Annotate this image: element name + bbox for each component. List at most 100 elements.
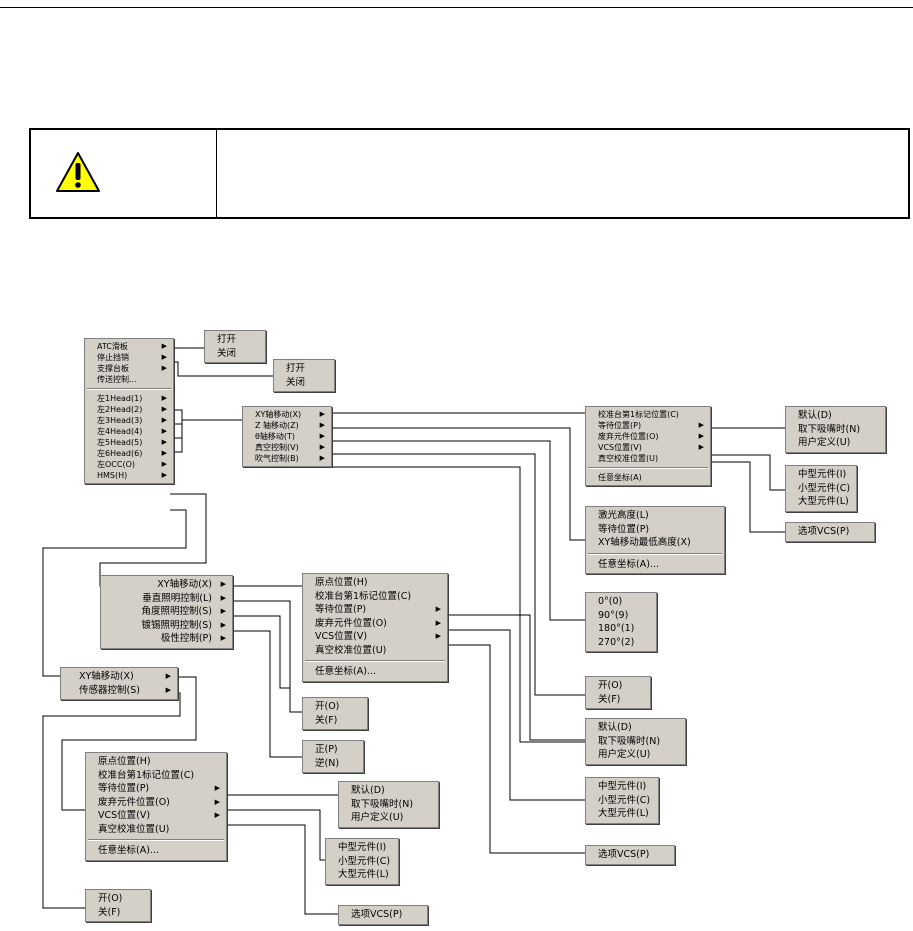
menu-item-angle-light[interactable]: 角度照明控制(S)▶ <box>141 606 226 617</box>
menu-item-wait-pos[interactable]: 等待位置(P)▶ <box>98 783 220 794</box>
menu-item-blow[interactable]: 吹气控制(B)▶ <box>255 454 325 463</box>
menu-item-small[interactable]: 小型元件(C) <box>338 855 391 867</box>
menu-item-head2[interactable]: 左2Head(2)▶ <box>97 405 167 414</box>
menu-item-z-move[interactable]: Z 轴移动(Z)▶ <box>255 421 325 430</box>
menu-item-support-table[interactable]: 支撑台板▶ <box>97 364 167 373</box>
menu-item-occ[interactable]: 左OCC(O)▶ <box>97 460 167 469</box>
menu-position-low: 原点位置(H) 校准台第1标记位置(C) 等待位置(P)▶ 废弃元件位置(O)▶… <box>85 752 227 861</box>
menu-item-hms[interactable]: HMS(H)▶ <box>97 471 167 480</box>
menu-item-default[interactable]: 默认(D) <box>351 785 385 796</box>
menu-theta: 0°(0) 90°(9) 180°(1) 270°(2) <box>585 592 657 652</box>
menu-item-calib-mark[interactable]: 校准台第1标记位置(C) <box>315 590 412 602</box>
menu-item-discard-pos[interactable]: 废弃元件位置(O)▶ <box>315 617 441 629</box>
menu-item-discard-pos[interactable]: 废弃元件位置(O)▶ <box>598 432 704 441</box>
menu-item-theta-180[interactable]: 180°(1) <box>598 623 635 634</box>
menu-item-nozzle-removed[interactable]: 取下吸嘴时(N) <box>351 798 414 810</box>
menu-item-transfer-control[interactable]: 传送控制... <box>97 375 137 384</box>
menu-polarity: 正(P) 逆(N) <box>302 740 364 773</box>
menu-z-axis: 激光高度(L) 等待位置(P) XY轴移动最低高度(X) 任意坐标(A)... <box>585 506 725 574</box>
menu-item-any-coord[interactable]: 任意坐标(A)... <box>315 666 376 677</box>
menu-item-atc[interactable]: ATC滑板▶ <box>97 342 167 351</box>
menu-option-vcs-right: 选项VCS(P) <box>585 845 675 865</box>
menu-item-off[interactable]: 关(F) <box>98 906 121 918</box>
warning-box <box>29 128 910 219</box>
menu-item-calib-mark[interactable]: 校准台第1标记位置(C) <box>98 769 195 781</box>
menu-item-default[interactable]: 默认(D) <box>798 410 832 421</box>
menu-item-vacuum-calib[interactable]: 真空校准位置(U) <box>315 644 387 656</box>
menu-item-any-coord[interactable]: 任意坐标(A)... <box>98 845 159 856</box>
menu-item-large[interactable]: 大型元件(L) <box>798 496 849 507</box>
menu-item-origin[interactable]: 原点位置(H) <box>315 577 368 588</box>
menu-item-nozzle-removed[interactable]: 取下吸嘴时(N) <box>798 423 861 435</box>
menu-item-option-vcs[interactable]: 选项VCS(P) <box>798 526 850 537</box>
menu-item-vacuum-calib[interactable]: 真空校准位置(U) <box>98 823 170 835</box>
menu-nozzle-right: 默认(D) 取下吸嘴时(N) 用户定义(U) <box>585 718 686 765</box>
menu-item-theta-270[interactable]: 270°(2) <box>598 636 635 648</box>
menu-item-any-coord[interactable]: 任意坐标(A)... <box>598 558 659 570</box>
menu-item-origin[interactable]: 原点位置(H) <box>98 756 151 767</box>
menu-item-open[interactable]: 打开 <box>217 334 237 345</box>
menu-item-head5[interactable]: 左5Head(5)▶ <box>97 438 167 447</box>
menu-item-medium[interactable]: 中型元件(I) <box>798 469 847 480</box>
menu-item-wait-pos[interactable]: 等待位置(P)▶ <box>315 604 441 615</box>
menu-item-on[interactable]: 开(O) <box>98 893 123 904</box>
menu-item-vcs-pos[interactable]: VCS位置(V)▶ <box>315 631 441 642</box>
menu-item-vcs-pos[interactable]: VCS位置(V)▶ <box>598 443 704 452</box>
menu-position-mid: 原点位置(H) 校准台第1标记位置(C) 等待位置(P)▶ 废弃元件位置(O)▶… <box>302 573 448 682</box>
menu-item-option-vcs[interactable]: 选项VCS(P) <box>598 849 650 860</box>
menu-item-laser-height[interactable]: 激光高度(L) <box>598 510 649 521</box>
menu-on-off-right: 开(O) 关(F) <box>585 676 651 709</box>
menu-item-small[interactable]: 小型元件(C) <box>598 794 651 806</box>
menu-item-medium[interactable]: 中型元件(I) <box>338 842 387 853</box>
menu-item-nozzle-removed[interactable]: 取下吸嘴时(N) <box>598 735 661 747</box>
menu-item-discard-pos[interactable]: 废弃元件位置(O)▶ <box>98 796 220 808</box>
menu-item-sensor-control[interactable]: 传感器控制(S)▶ <box>79 684 171 696</box>
menu-item-default[interactable]: 默认(D) <box>598 722 632 733</box>
menu-item-vacuum[interactable]: 真空控制(V)▶ <box>255 443 325 452</box>
menu-item-positive[interactable]: 正(P) <box>315 744 338 755</box>
menu-item-reverse[interactable]: 逆(N) <box>315 757 340 769</box>
menu-item-head1[interactable]: 左1Head(1)▶ <box>97 394 167 403</box>
menu-size-right: 中型元件(I) 小型元件(C) 大型元件(L) <box>585 777 659 824</box>
menu-separator <box>88 839 224 841</box>
menu-item-vertical-light[interactable]: 垂直照明控制(L)▶ <box>142 592 226 604</box>
menu-item-theta-move[interactable]: θ轴移动(T)▶ <box>255 432 325 441</box>
menu-item-plating-light[interactable]: 镀锡照明控制(S)▶ <box>141 619 226 631</box>
menu-on-off-low: 开(O) 关(F) <box>85 889 151 922</box>
menu-item-theta-90[interactable]: 90°(9) <box>598 609 629 621</box>
menu-item-on[interactable]: 开(O) <box>315 701 340 712</box>
menu-item-close[interactable]: 关闭 <box>286 376 306 388</box>
menu-item-on[interactable]: 开(O) <box>598 680 623 691</box>
menu-item-theta-0[interactable]: 0°(0) <box>598 596 623 607</box>
menu-separator <box>588 552 722 555</box>
menu-item-user-defined[interactable]: 用户定义(U) <box>798 437 851 448</box>
menu-item-head6[interactable]: 左6Head(6)▶ <box>97 449 167 458</box>
menu-item-large[interactable]: 大型元件(L) <box>598 808 649 819</box>
menu-item-off[interactable]: 关(F) <box>598 693 621 705</box>
menu-item-vacuum-calib[interactable]: 真空校准位置(U) <box>598 454 659 463</box>
menu-item-close[interactable]: 关闭 <box>217 347 237 359</box>
menu-item-xy-move[interactable]: XY轴移动(X)▶ <box>255 410 325 419</box>
menu-item-polarity[interactable]: 极性控制(P)▶ <box>160 633 226 644</box>
menu-item-off[interactable]: 关(F) <box>315 714 338 726</box>
menu-item-option-vcs[interactable]: 选项VCS(P) <box>351 909 403 920</box>
menu-item-xy-min-height[interactable]: XY轴移动最低高度(X) <box>598 537 691 548</box>
menu-item-small[interactable]: 小型元件(C) <box>798 482 851 494</box>
menu-item-head3[interactable]: 左3Head(3)▶ <box>97 416 167 425</box>
menu-item-user-defined[interactable]: 用户定义(U) <box>598 749 651 760</box>
menu-item-xy-move[interactable]: XY轴移动(X)▶ <box>157 579 226 590</box>
menu-item-medium[interactable]: 中型元件(I) <box>598 781 647 792</box>
menu-item-xy-move[interactable]: XY轴移动(X)▶ <box>79 671 171 682</box>
menu-item-head4[interactable]: 左4Head(4)▶ <box>97 427 167 436</box>
menu-size-top: 中型元件(I) 小型元件(C) 大型元件(L) <box>785 465 857 512</box>
menu-item-open[interactable]: 打开 <box>286 363 306 374</box>
menu-item-calib-mark[interactable]: 校准台第1标记位置(C) <box>598 410 679 419</box>
menu-item-user-defined[interactable]: 用户定义(U) <box>351 812 404 823</box>
menu-item-wait-pos[interactable]: 等待位置(P) <box>598 523 650 535</box>
menu-item-large[interactable]: 大型元件(L) <box>338 869 389 880</box>
menu-hms-sub: XY轴移动(X)▶ 传感器控制(S)▶ <box>60 667 178 700</box>
menu-item-vcs-pos[interactable]: VCS位置(V)▶ <box>98 810 220 821</box>
menu-item-stop-pin[interactable]: 停止挡销▶ <box>97 353 167 362</box>
menu-item-wait-pos[interactable]: 等待位置(P)▶ <box>598 421 704 430</box>
menu-item-any-coord[interactable]: 任意坐标(A) <box>598 473 642 482</box>
